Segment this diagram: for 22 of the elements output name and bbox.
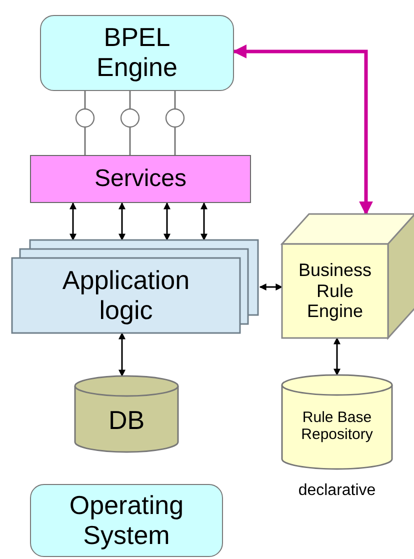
node-label: BPEL Engine: [96, 23, 178, 83]
node-label: Services: [94, 165, 187, 193]
node-label: Application logic: [61, 266, 191, 326]
interface-connector: [120, 91, 140, 155]
rounded-box: [40, 15, 234, 91]
arrow: [118, 332, 126, 377]
arrow: [70, 202, 76, 241]
node-label: Rule Base Repository: [300, 408, 374, 444]
process-box: [30, 155, 251, 203]
arrow: [232, 44, 373, 216]
arrow: [200, 202, 208, 241]
node-label: DB: [108, 406, 145, 436]
node-label: Business Rule Engine: [297, 260, 373, 322]
node-label: Operating System: [68, 490, 185, 550]
arrow: [164, 202, 170, 241]
caption-text: declarative: [298, 482, 376, 500]
arrow: [118, 202, 126, 241]
interface-connector: [75, 91, 95, 155]
rounded-box: [30, 484, 223, 557]
interface-connector: [165, 91, 185, 155]
arrow: [334, 337, 340, 376]
arrow: [259, 284, 283, 290]
